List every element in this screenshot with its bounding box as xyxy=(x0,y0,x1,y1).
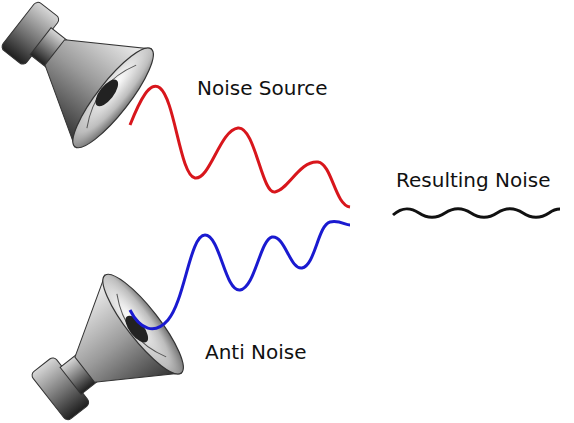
noise-wave xyxy=(130,86,350,207)
anti-noise-wave xyxy=(130,222,350,329)
wave-label: Anti Noise xyxy=(205,340,307,364)
anti-noise-speaker xyxy=(10,265,194,423)
noise-speaker xyxy=(0,0,164,157)
wave-label: Resulting Noise xyxy=(396,168,551,192)
resulting-wave xyxy=(393,209,560,218)
wave-label: Noise Source xyxy=(197,76,328,100)
